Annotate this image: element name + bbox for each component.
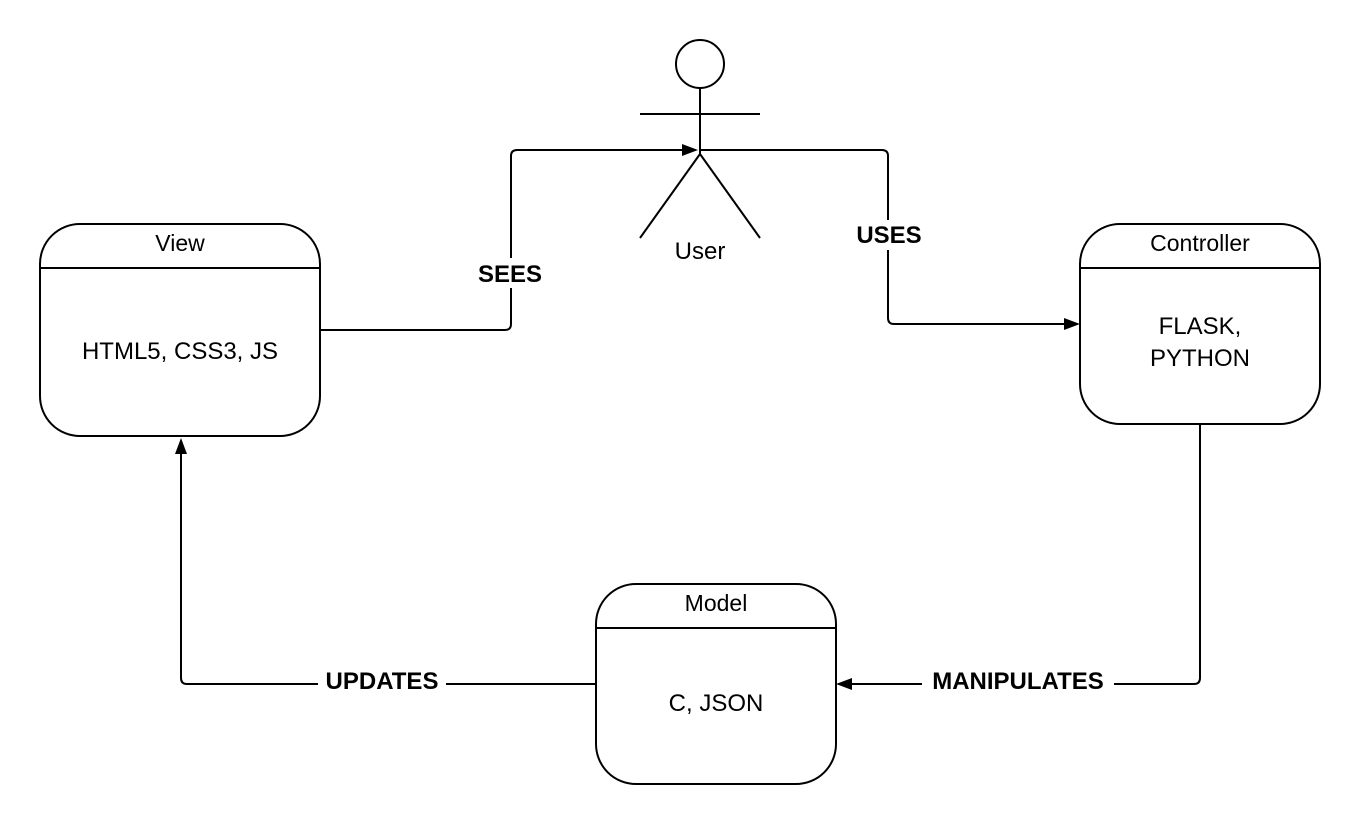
edge-sees: SEES bbox=[320, 144, 698, 331]
user-actor: User bbox=[639, 39, 761, 265]
edge-sees-line bbox=[320, 149, 682, 331]
actor-label: User bbox=[675, 238, 726, 265]
model-box-title: Model bbox=[685, 590, 748, 616]
edge-updates-line bbox=[180, 454, 596, 685]
actor-right-leg bbox=[699, 153, 761, 239]
controller-box-body-line-1: FLASK, bbox=[1159, 313, 1242, 340]
edge-sees-label-bg bbox=[472, 258, 548, 288]
model-box-shape bbox=[595, 583, 837, 785]
edge-uses-label: USES bbox=[856, 222, 921, 249]
actor-head-icon bbox=[675, 39, 725, 89]
edge-uses-label-bg bbox=[850, 220, 928, 250]
edge-updates-label: UPDATES bbox=[326, 668, 439, 695]
controller-box-body-line-2: PYTHON bbox=[1150, 345, 1250, 372]
controller-box: Controller FLASK, PYTHON bbox=[1079, 223, 1321, 425]
view-box-shape bbox=[39, 223, 321, 437]
edge-sees-arrowhead bbox=[682, 144, 698, 156]
view-box-title: View bbox=[155, 230, 205, 256]
model-box: Model C, JSON bbox=[595, 583, 837, 785]
edge-manipulates-arrowhead bbox=[836, 678, 852, 690]
edge-uses: USES bbox=[700, 149, 1080, 330]
model-box-body-line: C, JSON bbox=[669, 690, 764, 717]
view-box: View HTML5, CSS3, JS bbox=[39, 223, 321, 437]
edge-manipulates-label: MANIPULATES bbox=[932, 668, 1104, 695]
controller-box-shape bbox=[1079, 223, 1321, 425]
edge-manipulates: MANIPULATES bbox=[836, 424, 1201, 698]
controller-box-title: Controller bbox=[1150, 230, 1250, 256]
edge-manipulates-line bbox=[852, 424, 1201, 685]
edge-updates: UPDATES bbox=[175, 438, 596, 698]
edge-manipulates-label-bg bbox=[922, 668, 1114, 698]
edge-sees-label: SEES bbox=[478, 261, 542, 288]
view-box-body-line: HTML5, CSS3, JS bbox=[82, 338, 278, 365]
edge-updates-label-bg bbox=[318, 668, 446, 698]
edge-updates-arrowhead bbox=[175, 438, 187, 454]
actor-left-leg bbox=[639, 153, 701, 239]
edge-uses-arrowhead bbox=[1064, 318, 1080, 330]
